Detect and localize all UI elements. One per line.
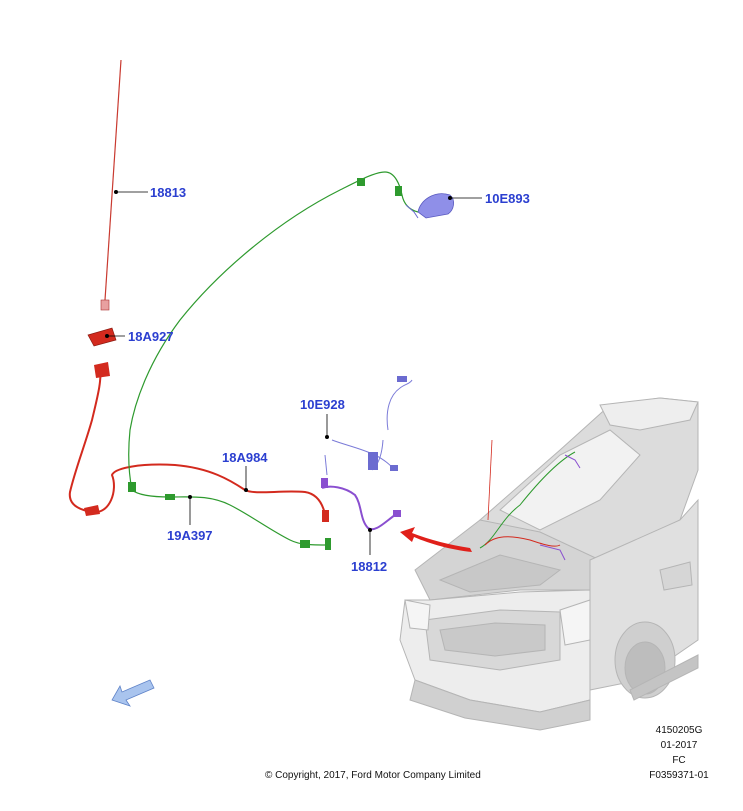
truck-harness-detail [479, 439, 581, 561]
doc-fc: FC [672, 755, 686, 766]
red-cable-18a984 [68, 364, 327, 521]
figure-number: F0359371-01 [649, 770, 709, 781]
doc-code: 4150205G [655, 725, 703, 736]
doc-date: 01-2017 [660, 740, 698, 751]
leader-lines [107, 191, 482, 555]
callout-18813: 18813 [150, 185, 187, 200]
truck-illustration [399, 397, 699, 731]
gps-module-10e893 [417, 193, 454, 219]
antenna-mast [104, 59, 122, 301]
callout-10e893: 10E893 [485, 191, 530, 206]
antenna-base [100, 299, 110, 311]
purple-cable-18812 [321, 485, 401, 531]
callout-10e928: 10E928 [300, 397, 345, 412]
callout-18812: 18812 [351, 559, 388, 574]
leader-dots [105, 190, 452, 532]
pointer-arrow [400, 527, 472, 552]
callout-18a984: 18A984 [222, 450, 268, 465]
view-direction-arrow [111, 679, 155, 707]
red-connector [94, 362, 110, 378]
callout-18a927: 18A927 [128, 329, 174, 344]
copyright-notice: © Copyright, 2017, Ford Motor Company Li… [265, 770, 481, 781]
antenna-mount [87, 327, 117, 347]
callout-19a397: 19A397 [167, 528, 213, 543]
green-cable-19a397 [128, 171, 419, 546]
